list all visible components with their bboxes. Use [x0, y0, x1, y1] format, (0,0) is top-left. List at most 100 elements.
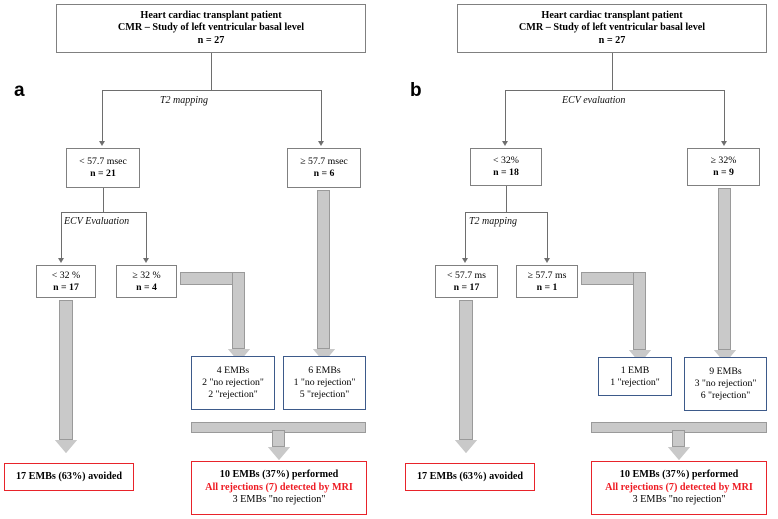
panel-b-level1-box-high: ≥ 32% n = 9 [687, 148, 760, 186]
emb-line-1: 1 "no rejection" [293, 377, 356, 389]
panel-b-outcome-avoided: 17 EMBs (63%) avoided [405, 463, 535, 491]
outcome-line-1: 10 EMBs (37%) performed [219, 469, 339, 481]
panel-a-sub-split-bar [61, 212, 146, 213]
panel-b-elbow-arrow-vertical [633, 272, 646, 350]
criterion-text: < 57.7 msec [79, 156, 127, 168]
emb-line-2: 5 "rejection" [299, 388, 350, 400]
emb-title: 1 EMB [620, 364, 650, 376]
panel-a-sub-left-drop [61, 212, 62, 259]
panel-b-right-drop [724, 90, 725, 142]
panel-b-left-drop-arrowhead [502, 141, 508, 146]
emb-line-1: 2 "no rejection" [202, 377, 264, 389]
count-text: n = 6 [313, 168, 335, 179]
count-text: n = 18 [493, 167, 519, 178]
root-line-1: Heart cardiac transplant patient [541, 9, 683, 21]
outcome-avoided-text: 17 EMBs (63%) avoided [416, 470, 524, 482]
count-text: n = 9 [713, 167, 734, 178]
panel-b-sub-left-drop [465, 212, 466, 259]
panel-a-sub-right-arrowhead [143, 258, 149, 263]
criterion-text: ≥ 57.7 msec [300, 156, 348, 168]
panel-b-emb-box-2: 9 EMBs 3 "no rejection" 6 "rejection" [684, 357, 767, 411]
emb-line-1: 1 "rejection" [610, 376, 660, 388]
emb-line-2: 6 "rejection" [700, 389, 751, 401]
criterion-text: < 32% [493, 155, 519, 167]
panel-a-sub-right-drop [146, 212, 147, 259]
panel-b-sub-split-bar [465, 212, 548, 213]
panel-a-right-arrow-shaft [317, 190, 330, 349]
criterion-text: < 32 % [51, 269, 81, 281]
panel-b-avoided-arrow-shaft [459, 300, 473, 440]
panel-a-elbow-arrow-vertical [232, 272, 245, 349]
panel-b-split-bar [505, 90, 724, 91]
panel-b-emb-box-1: 1 EMB 1 "rejection" [598, 357, 672, 396]
emb-line-2: 2 "rejection" [208, 388, 258, 400]
panel-a-emb-box-1: 4 EMBs 2 "no rejection" 2 "rejection" [191, 356, 275, 410]
count-text: n = 17 [453, 281, 480, 293]
panel-a-outcome-performed: 10 EMBs (37%) performed All rejections (… [191, 461, 367, 515]
panel-a-branch-label-2: ECV Evaluation [64, 216, 130, 227]
panel-a-level2-box-high: ≥ 32 % n = 4 [116, 265, 177, 298]
panel-b-merge-arrow-head [668, 447, 690, 460]
emb-title: 4 EMBs [216, 365, 250, 377]
panel-a-right-drop [321, 90, 322, 142]
panel-a-avoided-arrow-shaft [59, 300, 73, 440]
panel-letter-b: b [410, 80, 422, 101]
panel-a-right-drop-arrowhead [318, 141, 324, 146]
panel-a-outcome-avoided: 17 EMBs (63%) avoided [4, 463, 134, 491]
root-line-3: n = 27 [598, 34, 626, 46]
panel-a-level1-box-high: ≥ 57.7 msec n = 6 [287, 148, 361, 188]
criterion-text: ≥ 32 % [132, 269, 161, 281]
outcome-line-3: 3 EMBs "no rejection" [632, 494, 726, 506]
panel-b-merge-arrow-shaft [672, 430, 685, 447]
panel-b-level1-box-low: < 32% n = 18 [470, 148, 542, 186]
panel-a-branch-label-1: T2 mapping [160, 95, 209, 106]
count-text: n = 17 [53, 281, 79, 293]
panel-b-right-arrow-shaft [718, 188, 731, 350]
panel-b-right-drop-arrowhead [721, 141, 727, 146]
panel-a-merge-arrow-head [268, 447, 290, 460]
panel-b-left-drop [505, 90, 506, 142]
panel-a-merge-arrow-shaft [272, 430, 285, 447]
panel-a-left-drop-arrowhead [99, 141, 105, 146]
emb-title: 6 EMBs [308, 365, 341, 377]
panel-a-left-drop [102, 90, 103, 142]
count-text: n = 4 [136, 281, 157, 293]
outcome-avoided-text: 17 EMBs (63%) avoided [15, 470, 123, 482]
panel-b-sub-left-arrowhead [462, 258, 468, 263]
criterion-text: ≥ 57.7 ms [527, 269, 567, 281]
outcome-line-1: 10 EMBs (37%) performed [619, 469, 739, 481]
panel-a-split-bar [102, 90, 321, 91]
panel-a-level2-box-low: < 32 % n = 17 [36, 265, 96, 298]
emb-title: 9 EMBs [709, 366, 742, 378]
count-text: n = 1 [536, 281, 558, 293]
root-line-2: CMR – Study of left ventricular basal le… [518, 22, 706, 34]
criterion-text: < 57.7 ms [446, 269, 486, 281]
panel-a-sub-left-arrowhead [58, 258, 64, 263]
panel-b-sub-stem [506, 186, 507, 212]
root-line-2: CMR – Study of left ventricular basal le… [117, 22, 305, 34]
outcome-line-2: All rejections (7) detected by MRI [205, 481, 353, 493]
criterion-text: ≥ 32% [710, 155, 737, 167]
panel-b-root-box: Heart cardiac transplant patient CMR – S… [457, 4, 767, 53]
panel-letter-a: a [14, 80, 25, 101]
panel-b-branch-label-2: T2 mapping [469, 216, 518, 227]
emb-line-1: 3 "no rejection" [694, 378, 757, 390]
panel-b-sub-right-arrowhead [544, 258, 550, 263]
panel-a-sub-stem [103, 188, 104, 212]
panel-a-emb-box-2: 6 EMBs 1 "no rejection" 5 "rejection" [283, 356, 366, 410]
panel-b-outcome-performed: 10 EMBs (37%) performed All rejections (… [591, 461, 767, 515]
root-line-1: Heart cardiac transplant patient [140, 9, 282, 21]
root-line-3: n = 27 [197, 34, 225, 46]
panel-a-level1-box-low: < 57.7 msec n = 21 [66, 148, 140, 188]
panel-b-sub-right-drop [547, 212, 548, 259]
outcome-line-3: 3 EMBs "no rejection" [232, 494, 326, 506]
panel-b-avoided-arrow-head [455, 440, 477, 453]
panel-b-level2-box-low: < 57.7 ms n = 17 [435, 265, 498, 298]
panel-a-root-stem [211, 53, 212, 91]
outcome-line-2: All rejections (7) detected by MRI [605, 481, 753, 493]
panel-a-root-box: Heart cardiac transplant patient CMR – S… [56, 4, 366, 53]
panel-b-root-stem [612, 53, 613, 91]
panel-b-level2-box-high: ≥ 57.7 ms n = 1 [516, 265, 578, 298]
panel-b-branch-label-1: ECV evaluation [562, 95, 626, 106]
